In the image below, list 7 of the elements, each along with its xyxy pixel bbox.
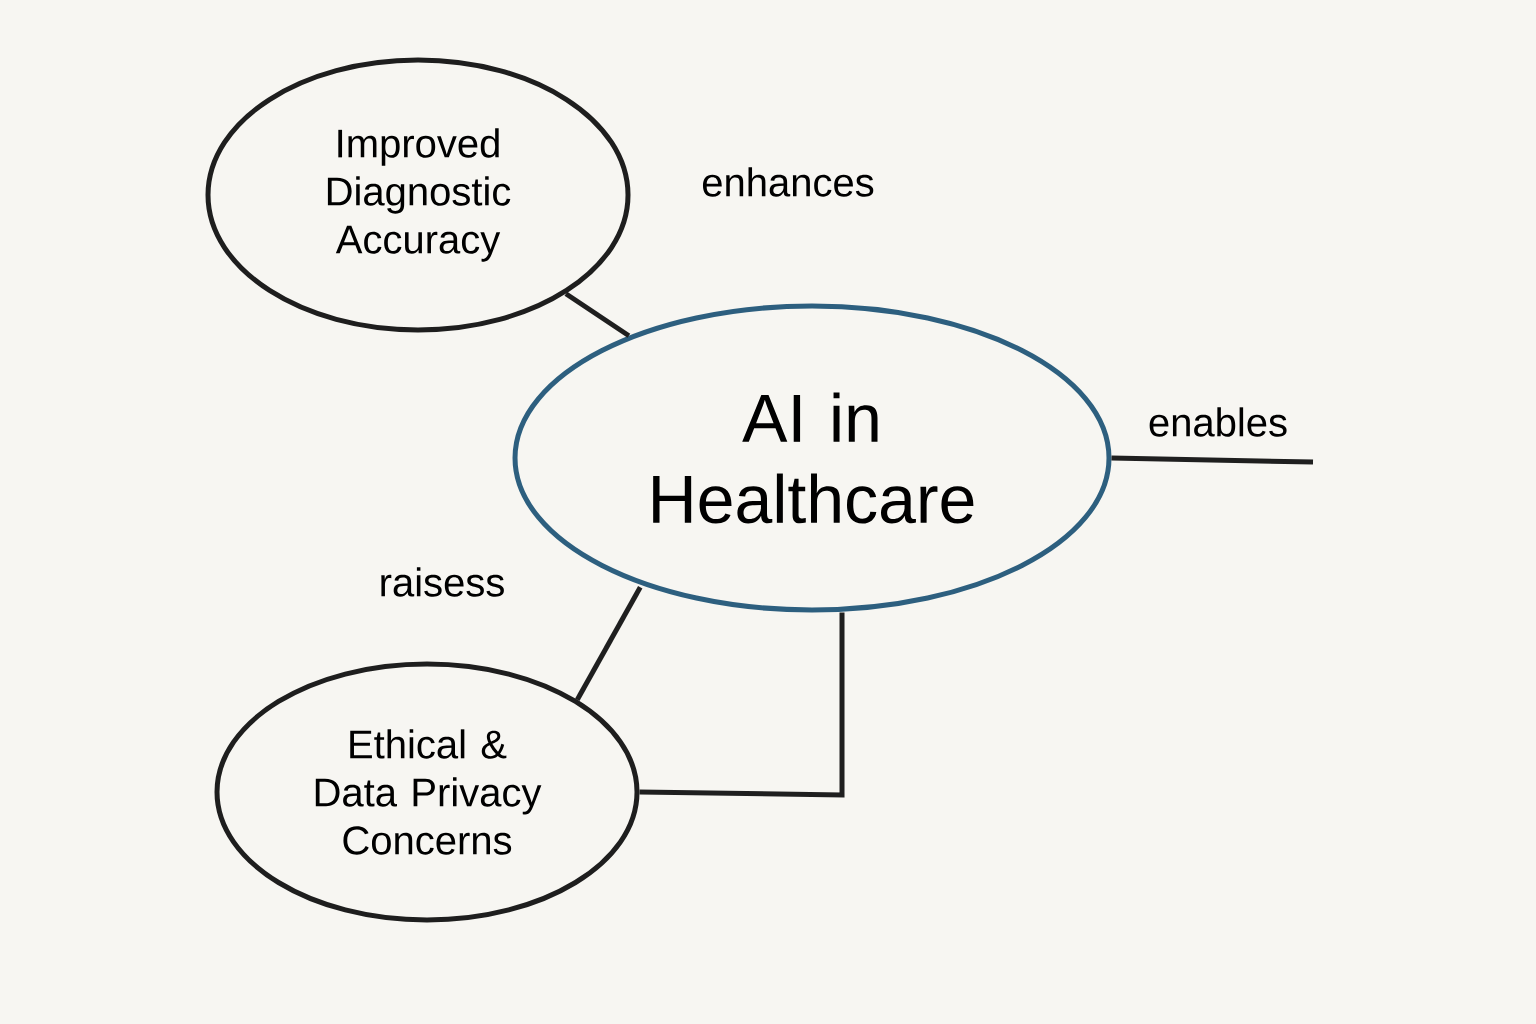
edge-label: raisess (376, 565, 508, 599)
connector-line (575, 586, 643, 701)
edge-label: enhances (699, 165, 877, 199)
connector-line (564, 291, 631, 338)
edge-label: enables (1145, 405, 1291, 439)
connector-line (639, 612, 845, 798)
connector-line (1111, 455, 1314, 465)
